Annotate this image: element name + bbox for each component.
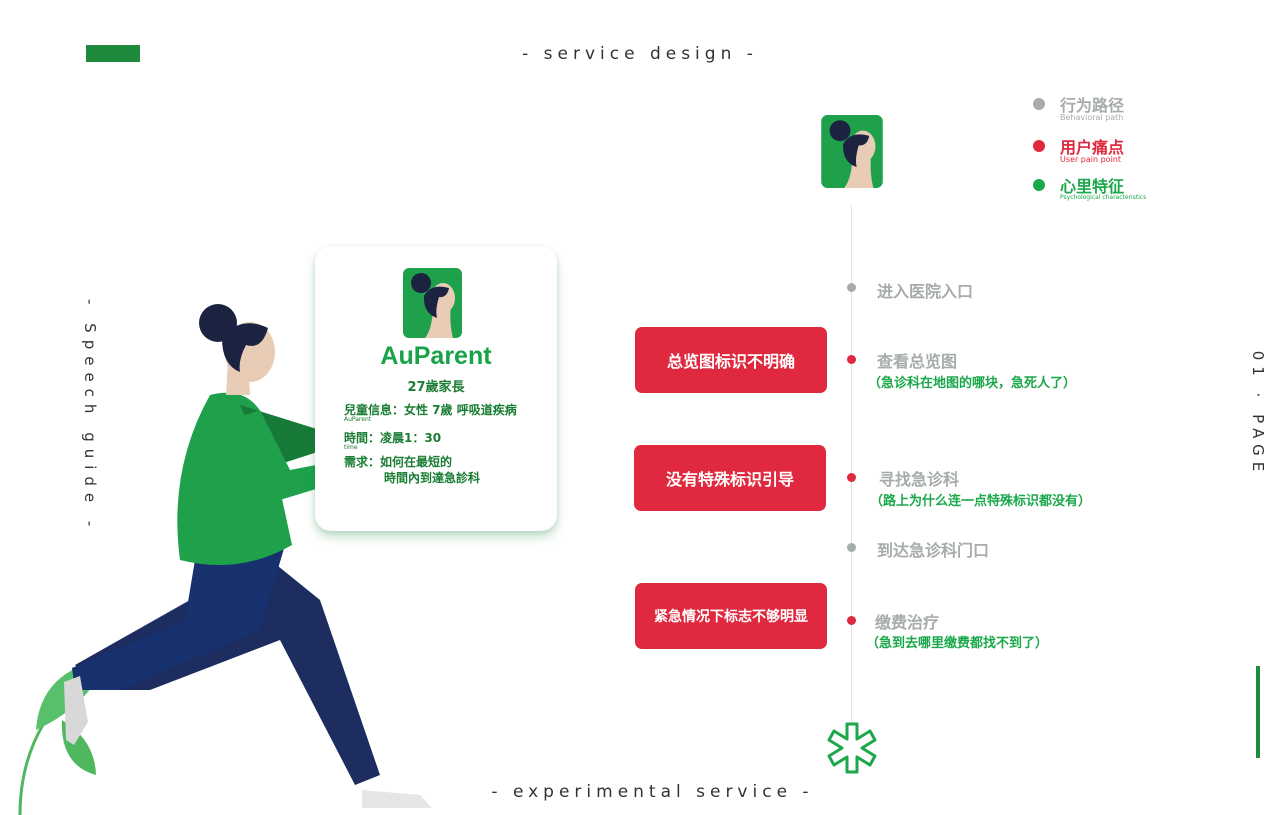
persona-demand: 需求：如何在最短的 xyxy=(344,455,453,469)
legend-dot xyxy=(1033,140,1045,152)
step-label: 查看总览图 xyxy=(877,352,958,371)
persona-name: AuParent xyxy=(380,342,492,370)
page-indicator: 01 · PAGE xyxy=(1249,350,1267,478)
timeline-dot xyxy=(847,283,856,292)
accent-bar xyxy=(86,45,140,62)
step-label: 寻找急诊科 xyxy=(879,470,960,489)
pain-point-box: 紧急情况下标志不够明显 xyxy=(635,583,827,649)
persona-time-en: time xyxy=(344,444,358,451)
avatar-icon xyxy=(403,268,462,338)
timeline-dot xyxy=(847,355,856,364)
legend-dot xyxy=(1033,179,1045,191)
step-label: 缴费治疗 xyxy=(875,613,940,632)
page-accent-bar xyxy=(1256,666,1260,758)
legend-sublabel: User pain point xyxy=(1060,155,1121,164)
persona-age: 27歲家長 xyxy=(407,380,465,395)
persona-card: AuParent 27歲家長 兒童信息：女性 7歲 呼吸道疾病 AuParent… xyxy=(315,246,557,531)
timeline-line xyxy=(851,205,852,725)
page-footer-title: - experimental service - xyxy=(491,782,814,802)
pain-point-box: 总览图标识不明确 xyxy=(635,327,827,393)
legend-dot xyxy=(1033,98,1045,110)
legend-label: 心里特征 xyxy=(1060,177,1125,196)
timeline-dot xyxy=(847,543,856,552)
legend-sublabel: Behavioral path xyxy=(1060,113,1124,122)
step-note: （路上为什么连一点特殊标识都没有） xyxy=(870,494,1092,509)
asterisk-medical-icon xyxy=(827,722,877,774)
persona-demand-2: 時間內到達急診科 xyxy=(384,471,481,485)
legend-label: 行为路径 xyxy=(1060,96,1125,115)
step-label: 到达急诊科门口 xyxy=(877,541,990,560)
step-note: （急到去哪里缴费都找不到了） xyxy=(866,636,1049,651)
legend-label: 用户痛点 xyxy=(1060,138,1125,157)
pain-point-box: 没有特殊标识引导 xyxy=(634,445,826,511)
page-title: - service design - xyxy=(522,44,758,64)
step-note: （急诊科在地图的哪块，急死人了） xyxy=(868,376,1077,391)
avatar-icon xyxy=(821,115,883,188)
persona-time: 時間：凌晨1：30 xyxy=(344,431,442,445)
step-label: 进入医院入口 xyxy=(877,282,974,301)
person-illustration xyxy=(18,304,432,815)
persona-info: 兒童信息：女性 7歲 呼吸道疾病 xyxy=(344,403,517,417)
timeline-dot xyxy=(847,616,856,625)
persona-info-en: AuParent xyxy=(344,416,372,423)
legend-sublabel: Psychological characteristics xyxy=(1060,194,1147,201)
timeline-dot xyxy=(847,473,856,482)
